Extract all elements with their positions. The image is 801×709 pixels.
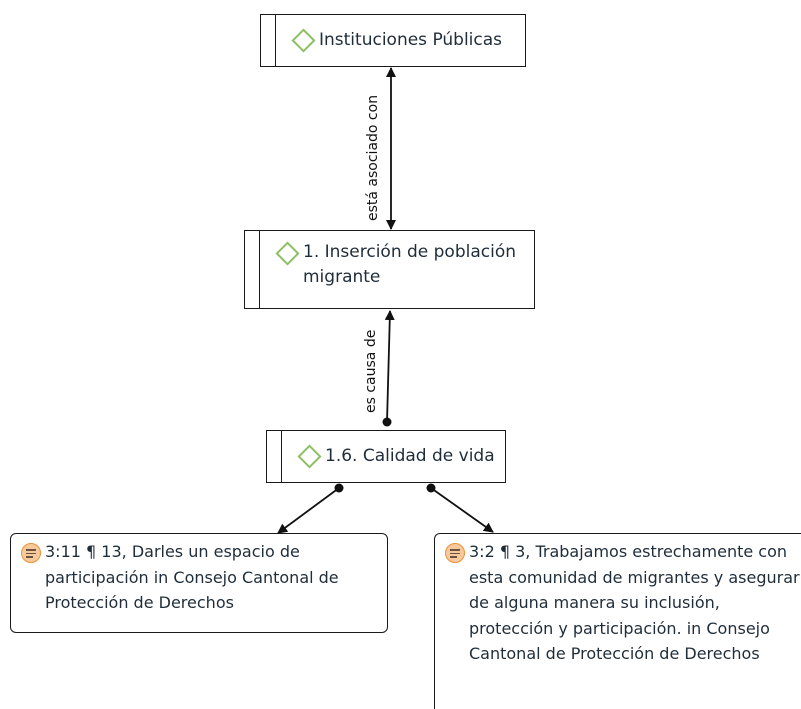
code-label-instituciones: Instituciones Públicas — [319, 30, 503, 50]
edge-causa[interactable] — [384, 310, 395, 423]
edge-quote-left[interactable] — [277, 487, 340, 534]
quotation-text-right: 3:2 ¶ 3, Trabajamos estrechamente con es… — [469, 542, 800, 663]
quotation-text-left: 3:11 ¶ 13, Darles un espacio de particip… — [45, 542, 339, 612]
edge-quote-left-dot — [334, 483, 344, 493]
edge-causa-dot — [382, 417, 392, 427]
code-node-calidad[interactable]: 1.6. Calidad de vida — [266, 430, 506, 483]
quotation-node-left[interactable]: 3:11 ¶ 13, Darles un espacio de particip… — [10, 533, 388, 633]
diamond-icon — [291, 28, 316, 53]
edge-quote-right[interactable] — [430, 487, 494, 533]
edge-label-asociado: está asociado con — [365, 94, 381, 221]
quotation-icon — [21, 543, 41, 563]
quotation-icon — [445, 543, 465, 563]
code-node-instituciones[interactable]: Instituciones Públicas — [260, 14, 526, 67]
edge-label-causa: es causa de — [363, 329, 379, 413]
code-label-calidad: 1.6. Calidad de vida — [325, 446, 495, 466]
code-node-insercion[interactable]: 1. Inserción de población migrante — [244, 230, 535, 309]
diamond-icon — [297, 444, 322, 469]
code-label-insercion: 1. Inserción de población migrante — [303, 242, 517, 287]
diamond-icon — [275, 241, 300, 266]
edge-quote-right-dot — [426, 483, 436, 493]
quotation-node-right[interactable]: 3:2 ¶ 3, Trabajamos estrechamente con es… — [434, 533, 801, 709]
